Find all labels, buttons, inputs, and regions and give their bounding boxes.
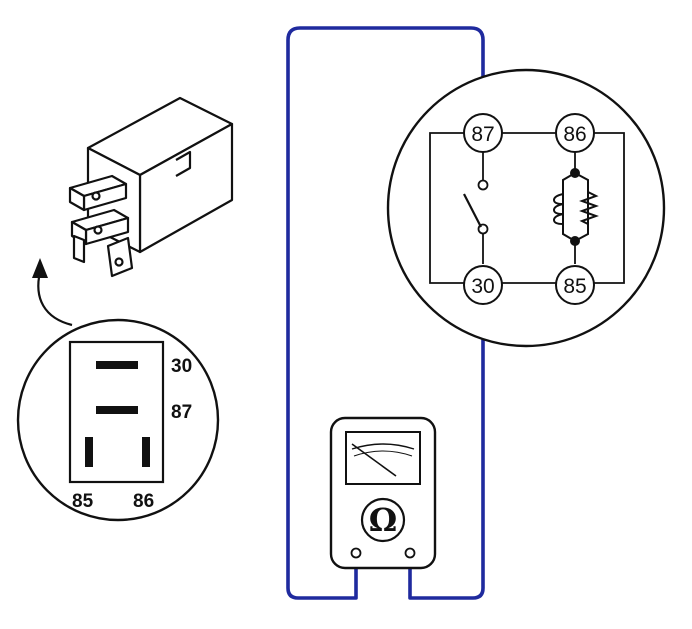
- arrow-icon: [32, 258, 73, 327]
- relay-schematic: 87 86 30 85: [386, 68, 666, 348]
- pin-87-blade: [96, 406, 138, 414]
- terminal-85: 85: [555, 265, 595, 305]
- test-lead-wire: [286, 26, 485, 600]
- pin-85-label: 85: [72, 491, 94, 512]
- coil-icon: [552, 168, 589, 246]
- svg-text:85: 85: [563, 275, 586, 298]
- switch-icon: [463, 179, 489, 235]
- pin-view-circle: 30 87 85 86: [16, 318, 220, 522]
- ohmmeter-icon: Ω: [329, 416, 437, 570]
- terminal-87: 87: [463, 113, 503, 153]
- terminal-30: 30: [463, 265, 503, 305]
- svg-text:86: 86: [563, 123, 586, 146]
- ohm-selector: [360, 497, 406, 543]
- terminal-86: 86: [555, 113, 595, 153]
- relay-icon: [68, 96, 234, 278]
- pin-30-label: 30: [171, 356, 192, 377]
- pin-86-label: 86: [133, 491, 154, 512]
- probe-jack-right: [404, 547, 416, 559]
- pin-86-blade: [142, 437, 150, 467]
- pin-85-blade: [85, 437, 93, 467]
- svg-text:87: 87: [471, 123, 494, 146]
- probe-jack-left: [350, 547, 362, 559]
- resistor-icon: [579, 191, 599, 225]
- ohm-symbol: Ω: [369, 501, 397, 539]
- pin-30-blade: [96, 361, 138, 369]
- meter-needle: [351, 443, 397, 477]
- svg-text:30: 30: [471, 275, 494, 298]
- pin-87-label: 87: [171, 402, 192, 423]
